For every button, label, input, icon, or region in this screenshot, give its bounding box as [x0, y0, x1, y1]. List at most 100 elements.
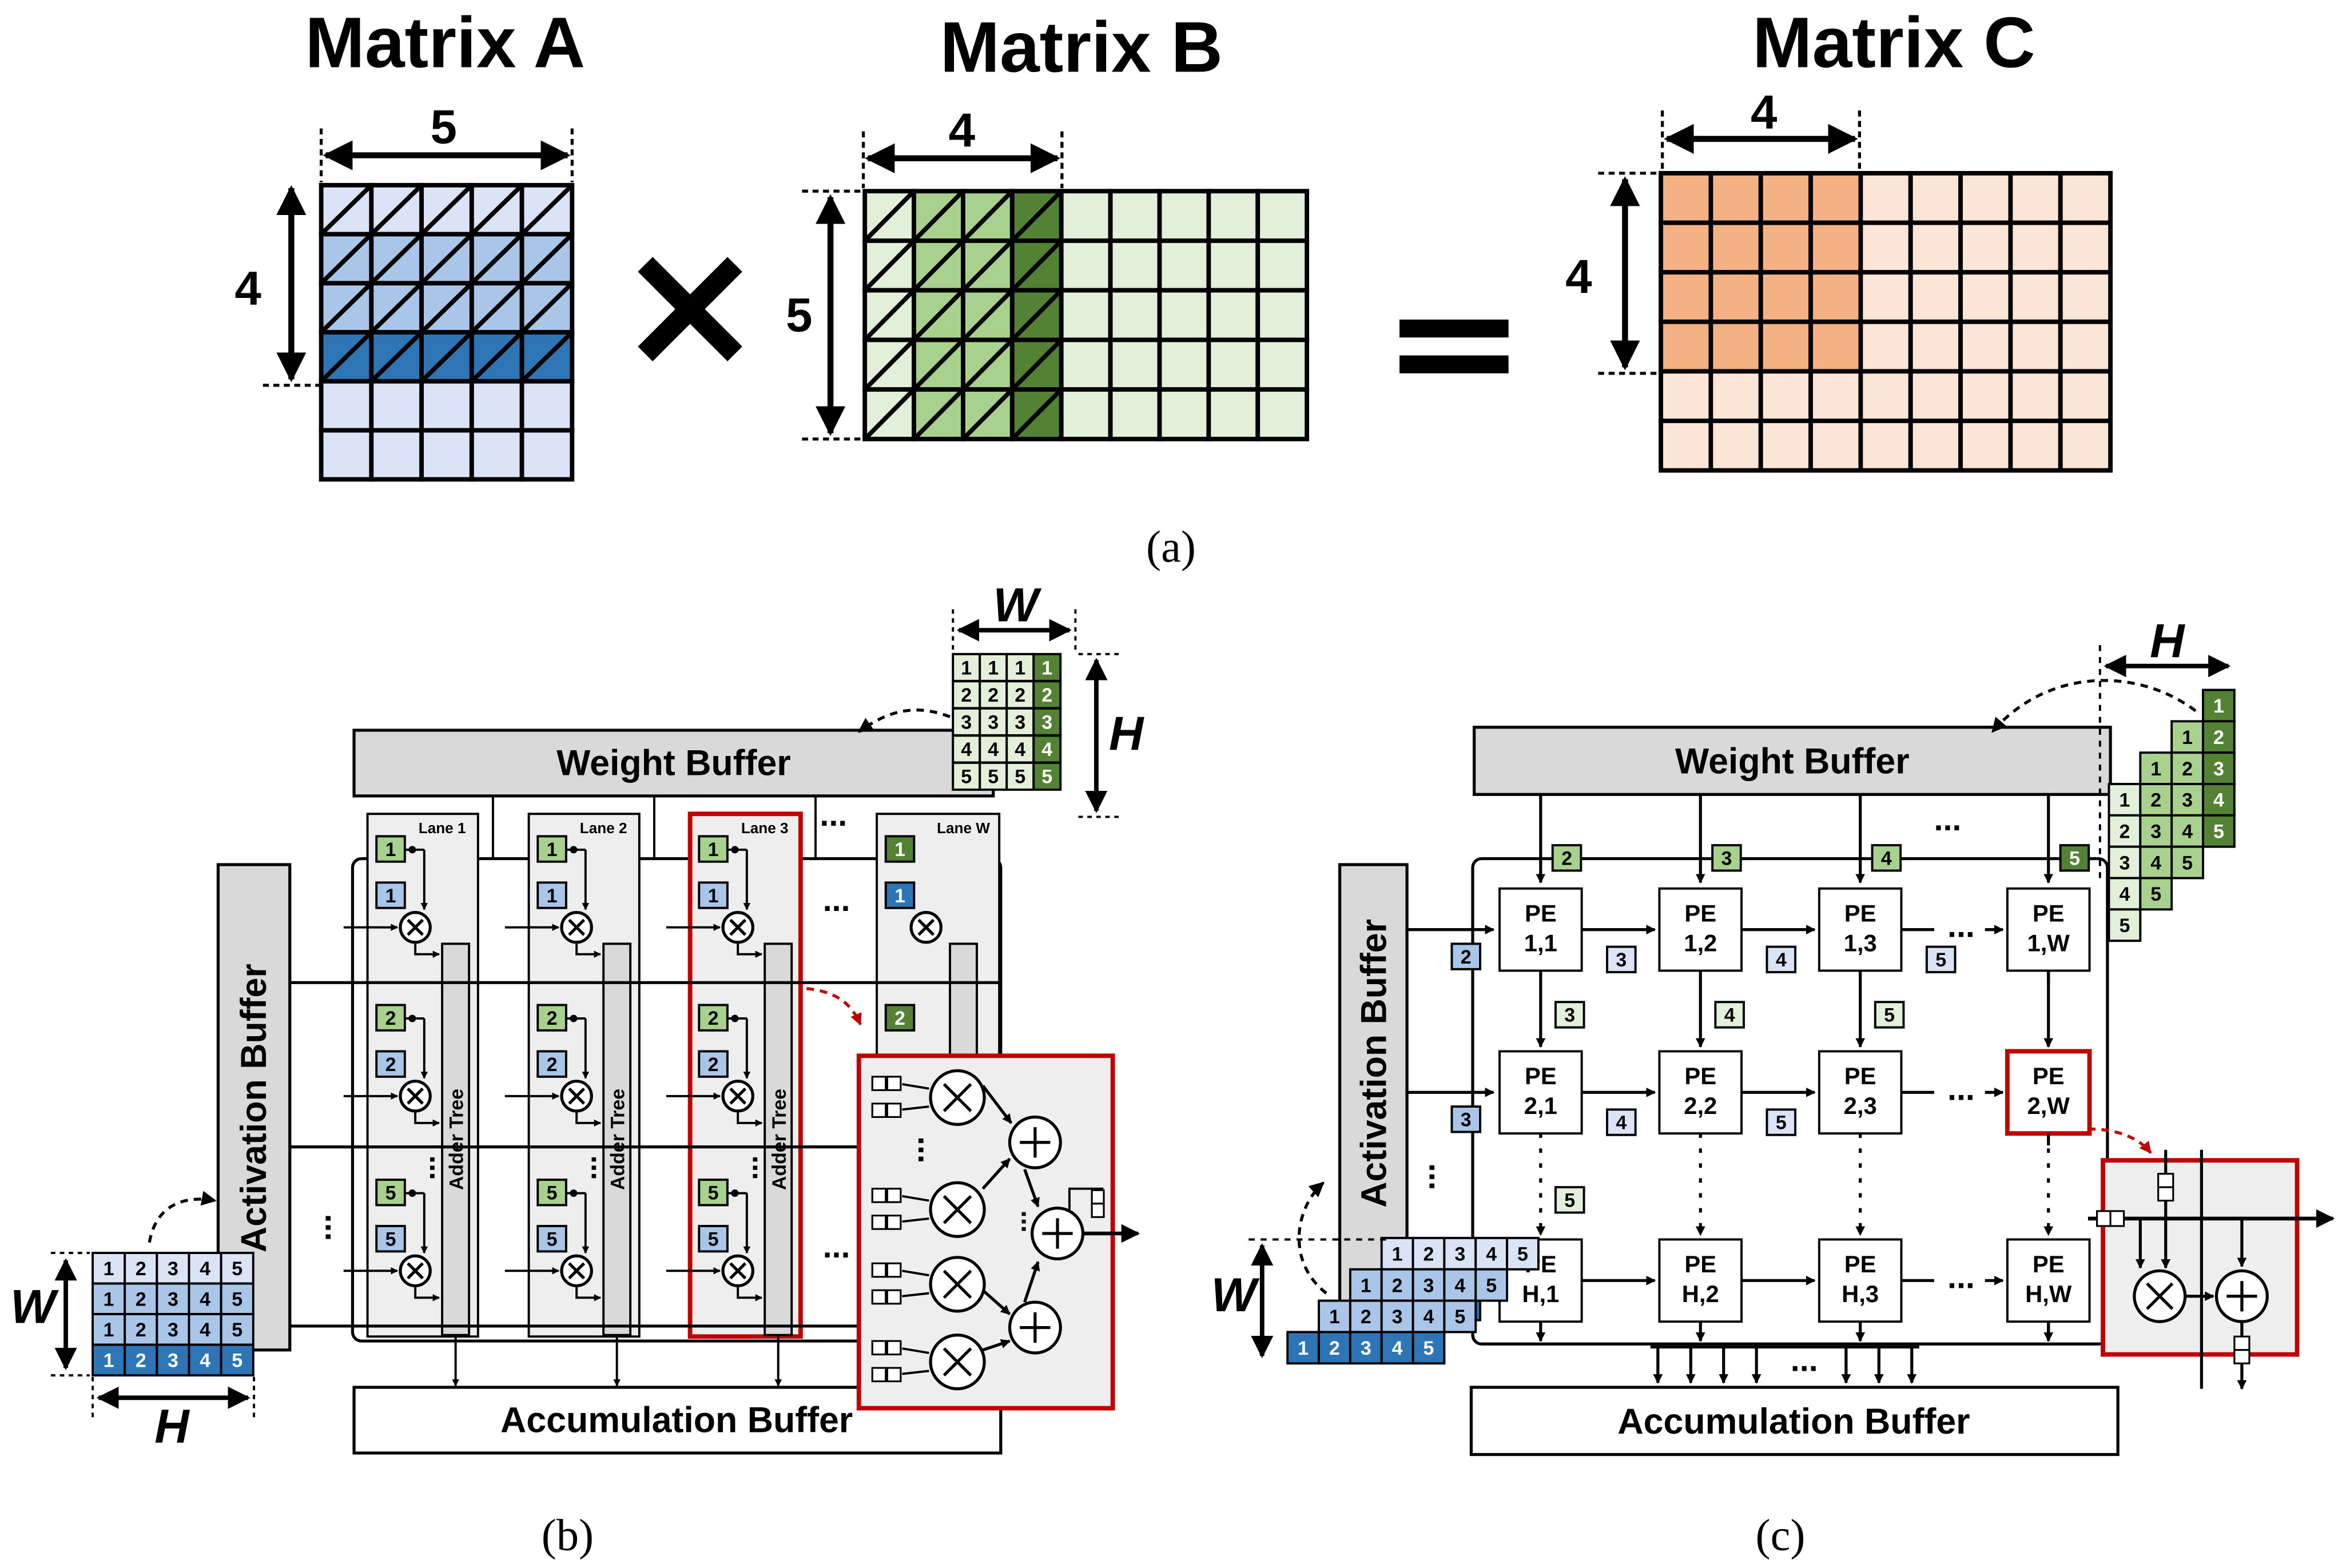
- matrix-b-cell: [1206, 387, 1261, 441]
- lane-ellipsis: ...: [820, 797, 847, 833]
- matrix-c-cell: [1659, 220, 1713, 275]
- matrix-b-cell: [1108, 189, 1162, 243]
- matrix-b-cell: [1206, 288, 1261, 343]
- activation-pass-tag: [1606, 945, 1637, 973]
- svg-text:PE: PE: [1525, 1062, 1557, 1089]
- matrix-a-cell: [369, 379, 424, 433]
- svg-text:3: 3: [168, 1350, 178, 1372]
- matrix-a-cell: [519, 379, 575, 433]
- svg-text:4: 4: [1041, 739, 1052, 761]
- weight-pass-tag: [1554, 1186, 1585, 1214]
- activation-pass-tag: [1766, 1108, 1797, 1136]
- matrix-c-cell: [2008, 419, 2063, 473]
- matrix-c-cell: [1659, 419, 1713, 473]
- multiply-sign-icon: [638, 257, 742, 361]
- svg-text:...: ...: [1947, 1070, 1975, 1107]
- activation-value-tag: [536, 1050, 567, 1078]
- activation-stagger-cell: [1349, 1331, 1383, 1365]
- panel-a: Matrix A Matrix B Matrix C 5 4 4 5: [234, 3, 2113, 571]
- svg-text:4: 4: [2150, 852, 2161, 874]
- svg-text:...: ...: [823, 882, 850, 918]
- svg-text:...: ...: [746, 1155, 779, 1180]
- svg-text:4: 4: [1486, 1244, 1497, 1265]
- svg-text:PE: PE: [1684, 1062, 1716, 1089]
- matrix-b-cell: [1255, 337, 1310, 392]
- svg-text:5: 5: [547, 1182, 558, 1204]
- svg-text:1: 1: [2119, 790, 2130, 811]
- svg-text:2: 2: [547, 1008, 558, 1029]
- svg-text:4: 4: [200, 1289, 210, 1311]
- svg-text:5: 5: [1486, 1275, 1497, 1296]
- svg-text:PE: PE: [1684, 900, 1716, 926]
- svg-text:PE: PE: [1684, 1251, 1716, 1278]
- svg-text:3: 3: [961, 712, 972, 734]
- activation-stagger-cell: [1286, 1331, 1320, 1365]
- svg-text:1: 1: [385, 885, 396, 907]
- svg-text:...: ...: [1947, 908, 1975, 945]
- adder-tree: [441, 942, 471, 1336]
- svg-text:2: 2: [136, 1319, 146, 1341]
- svg-text:PE: PE: [2033, 900, 2065, 926]
- svg-text:4: 4: [2182, 821, 2193, 842]
- svg-text:1: 1: [1041, 658, 1052, 679]
- matrix-c-cell: [2058, 319, 2113, 374]
- matrix-c-cell: [1708, 369, 1763, 423]
- svg-text:5: 5: [2150, 884, 2161, 905]
- svg-text:5: 5: [708, 1182, 719, 1204]
- matrix-c-cell: [2058, 419, 2113, 473]
- matrix-c-cell: [1708, 171, 1763, 225]
- matrix-c-title: Matrix C: [1752, 3, 2035, 83]
- svg-text:PE: PE: [1525, 900, 1557, 926]
- svg-text:2: 2: [988, 684, 999, 706]
- svg-text:4: 4: [1776, 949, 1787, 971]
- matrix-b-cell: [1059, 337, 1113, 392]
- svg-text:5: 5: [232, 1258, 242, 1280]
- weight-tile-cell: [1032, 707, 1062, 737]
- svg-text:2: 2: [136, 1289, 146, 1311]
- pe-2-3: [1818, 1050, 1903, 1135]
- weight-stagger-cell: [2202, 814, 2236, 848]
- svg-text:1: 1: [385, 839, 396, 861]
- svg-text:H,3: H,3: [1842, 1280, 1879, 1307]
- activation-stagger-cell: [1318, 1299, 1351, 1334]
- lane-label: Lane W: [937, 819, 990, 837]
- accumulation-buffer-b-label: Accumulation Buffer: [500, 1400, 853, 1440]
- accumulation-buffer-c-label: Accumulation Buffer: [1617, 1402, 1970, 1442]
- svg-text:2: 2: [1424, 1244, 1434, 1265]
- svg-text:4: 4: [988, 739, 999, 761]
- activation-value-tag: [375, 1050, 406, 1078]
- svg-text:PE: PE: [2033, 1251, 2065, 1278]
- svg-text:2: 2: [385, 1008, 396, 1029]
- svg-text:H,2: H,2: [1682, 1280, 1719, 1307]
- adder-tree-label: Adder Tree: [769, 1089, 790, 1190]
- svg-text:1: 1: [104, 1319, 114, 1341]
- activation-buffer-c-label: Activation Buffer: [1354, 919, 1394, 1208]
- matrix-c-cell: [1708, 270, 1763, 324]
- matrix-c-cell: [1808, 220, 1863, 275]
- activation-input-tag: [1450, 1105, 1482, 1133]
- matrix-c-cell: [1858, 319, 1913, 374]
- weight-pass-tag: [1554, 1001, 1585, 1029]
- weight-value-tag: [884, 835, 916, 863]
- svg-text:H,1: H,1: [1522, 1280, 1559, 1307]
- accumulation-buffer-c: [1469, 1386, 2120, 1456]
- svg-text:3: 3: [168, 1258, 178, 1280]
- activation-pass-tag: [1925, 945, 1957, 973]
- svg-text:2,1: 2,1: [1524, 1092, 1557, 1119]
- svg-text:2: 2: [385, 1054, 396, 1076]
- weight-stagger-cell: [2170, 814, 2204, 848]
- svg-text:3: 3: [168, 1289, 178, 1311]
- svg-text:1: 1: [104, 1289, 114, 1311]
- svg-text:5: 5: [1015, 766, 1025, 788]
- activation-value-tag: [536, 881, 567, 909]
- svg-text:3: 3: [1454, 1244, 1465, 1265]
- matrix-a-height-label: 4: [234, 261, 261, 315]
- weight-stagger-height-label: H: [2150, 614, 2185, 667]
- svg-text:...: ...: [1016, 1211, 1046, 1233]
- svg-text:5: 5: [232, 1289, 242, 1311]
- matrix-c-cell: [2058, 270, 2113, 324]
- matrix-b-cell: [1157, 337, 1211, 392]
- weight-input-tag: [1871, 844, 1902, 872]
- svg-text:5: 5: [385, 1182, 396, 1204]
- svg-text:...: ...: [823, 1228, 850, 1265]
